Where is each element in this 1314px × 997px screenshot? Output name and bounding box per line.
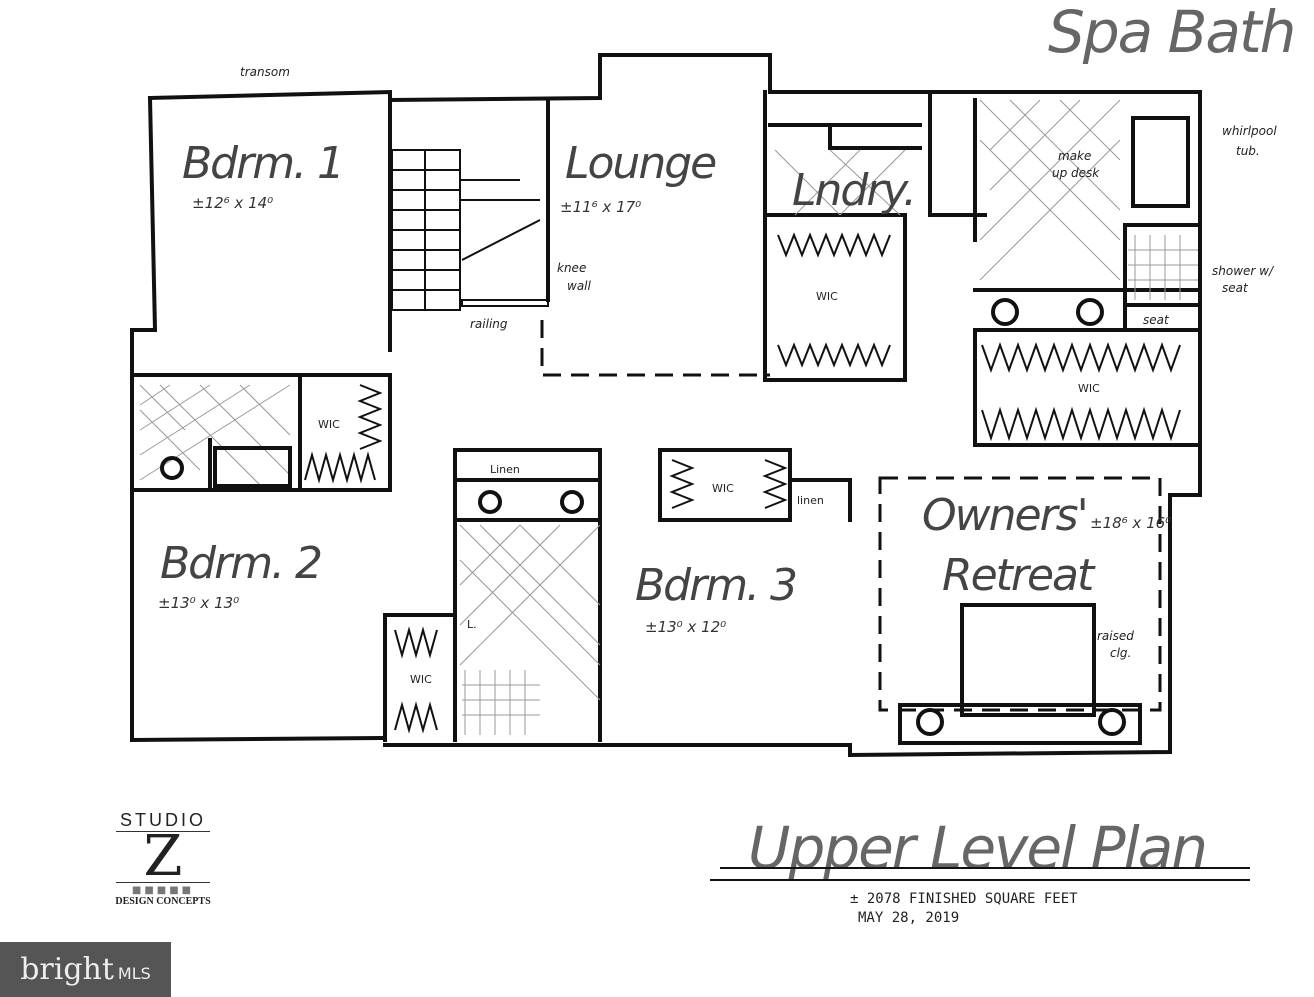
seat-note: seat	[1143, 313, 1170, 327]
wic-label: WIC	[1078, 382, 1100, 395]
whirlpool-note-2: tub.	[1236, 144, 1260, 158]
raised-clg-note-2: clg.	[1110, 646, 1131, 660]
bdrm3-dims: ±13⁰ x 12⁰	[645, 618, 726, 636]
wic-label: WIC	[318, 418, 340, 431]
shower-note: shower w/	[1212, 264, 1275, 278]
linen-label-2: linen	[797, 494, 824, 507]
owners-dims: ±18⁶ x 16⁰	[1090, 514, 1171, 532]
makeup-desk-note-2: up desk	[1052, 166, 1100, 180]
wic-label: WIC	[410, 673, 432, 686]
railing-note: railing	[470, 317, 508, 331]
bdrm2-dims: ±13⁰ x 13⁰	[158, 594, 239, 612]
raised-clg-note: raised	[1097, 629, 1134, 643]
l-label: L.	[467, 618, 477, 631]
date-text: MAY 28, 2019	[858, 910, 959, 926]
spa-bath-annotation: Spa Bath	[1048, 0, 1294, 66]
bdrm2-label: Bdrm. 2	[160, 538, 321, 589]
bdrm1-label: Bdrm. 1	[182, 138, 343, 189]
mls-text: MLS	[117, 964, 151, 983]
whirlpool-note: whirlpool	[1222, 124, 1277, 138]
studio-z-logo: STUDIO Z ■■■■■ DESIGN CONCEPTS	[108, 810, 218, 918]
owners-label-1: Owners'	[922, 490, 1087, 541]
wic-label: WIC	[712, 482, 734, 495]
lounge-dims: ±11⁶ x 17⁰	[560, 198, 641, 216]
logo-design-concepts: DESIGN CONCEPTS	[115, 896, 211, 907]
lndry-label: Lndry.	[792, 165, 915, 216]
lounge-label: Lounge	[565, 138, 716, 189]
fixtures	[160, 116, 1190, 745]
linen-label: Linen	[490, 463, 520, 476]
knee-wall-note-2: wall	[567, 279, 592, 293]
walls	[130, 53, 1202, 758]
knee-wall-note: knee	[557, 261, 586, 275]
logo-squares: ■■■■■	[131, 885, 195, 896]
plan-title: Upper Level Plan	[748, 814, 1206, 882]
tile-pattern	[139, 99, 1198, 735]
wic-label: WIC	[816, 290, 838, 303]
shower-note-2: seat	[1222, 281, 1249, 295]
sqft-text: ± 2078 FINISHED SQUARE FEET	[850, 891, 1078, 907]
transom-note: transom	[240, 65, 290, 79]
labels: Spa Bath transom Bdrm. 1 ±12⁶ x 14⁰ Loun…	[158, 0, 1296, 926]
bright-text: bright	[20, 952, 114, 987]
bright-mls-watermark: bright MLS	[0, 942, 171, 997]
stairs	[391, 149, 770, 377]
logo-studio-text: STUDIO	[119, 810, 206, 830]
makeup-desk-note: make	[1058, 149, 1091, 163]
owners-label-2: Retreat	[942, 550, 1096, 601]
logo-z-letter: Z	[116, 829, 210, 885]
bdrm1-dims: ±12⁶ x 14⁰	[192, 194, 273, 212]
bdrm3-label: Bdrm. 3	[635, 560, 796, 611]
closet-rods	[304, 232, 1181, 734]
